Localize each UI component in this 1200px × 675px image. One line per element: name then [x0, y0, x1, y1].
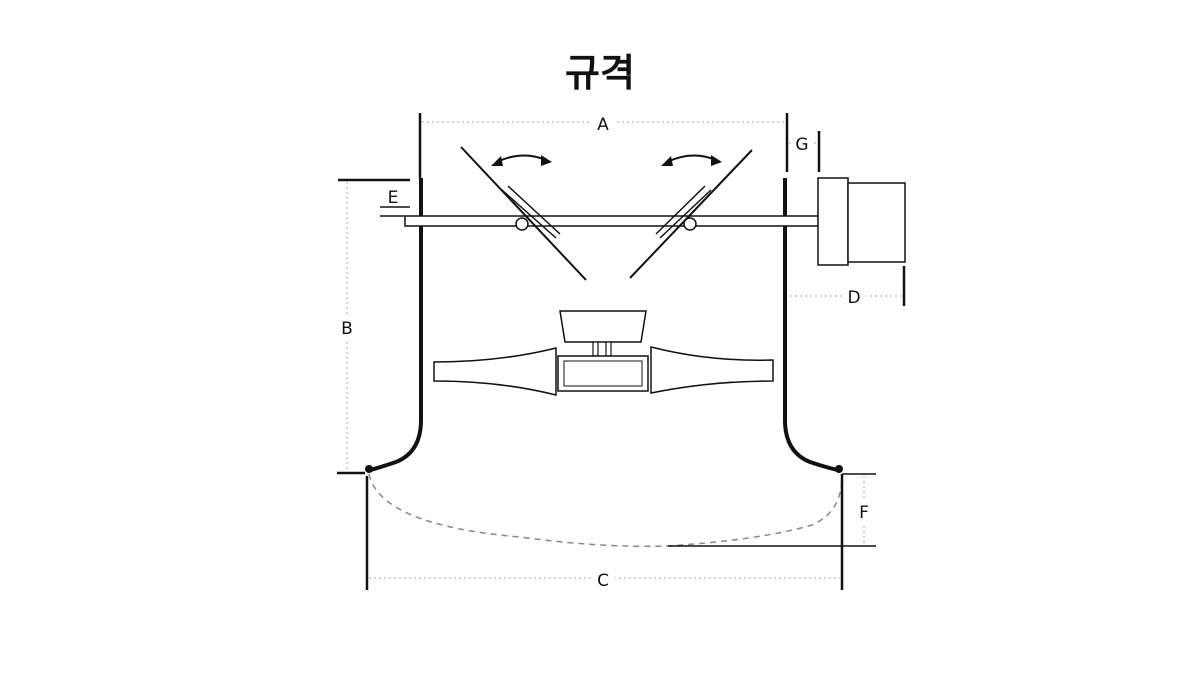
right-wall-lip [835, 465, 843, 473]
label-e: E [388, 188, 399, 208]
label-f: F [859, 503, 869, 523]
dimension-d: D [790, 266, 906, 308]
label-a: A [597, 115, 609, 135]
label-g: G [795, 135, 808, 155]
left-wall [369, 178, 423, 472]
label-d: D [847, 288, 860, 308]
label-c: C [597, 571, 609, 591]
dimension-c: C [365, 474, 844, 591]
dimension-a: A [418, 112, 789, 178]
drive-shaft [404, 215, 820, 227]
left-rotation-arrow [491, 154, 552, 166]
nozzle-assembly [433, 310, 774, 396]
right-rotation-arrow [661, 154, 722, 166]
dimension-b: B [337, 178, 410, 475]
label-b: B [341, 319, 353, 339]
dimension-e: E [380, 188, 410, 217]
left-vane [460, 146, 587, 281]
right-vane [629, 149, 753, 279]
dimension-g: G [789, 131, 821, 172]
dimension-f: F [668, 473, 876, 547]
right-wall [783, 178, 839, 472]
diagram-title: 규격 [565, 51, 635, 95]
airflow-outline [368, 473, 843, 548]
left-wall-lip [365, 465, 373, 473]
motor [817, 177, 906, 266]
